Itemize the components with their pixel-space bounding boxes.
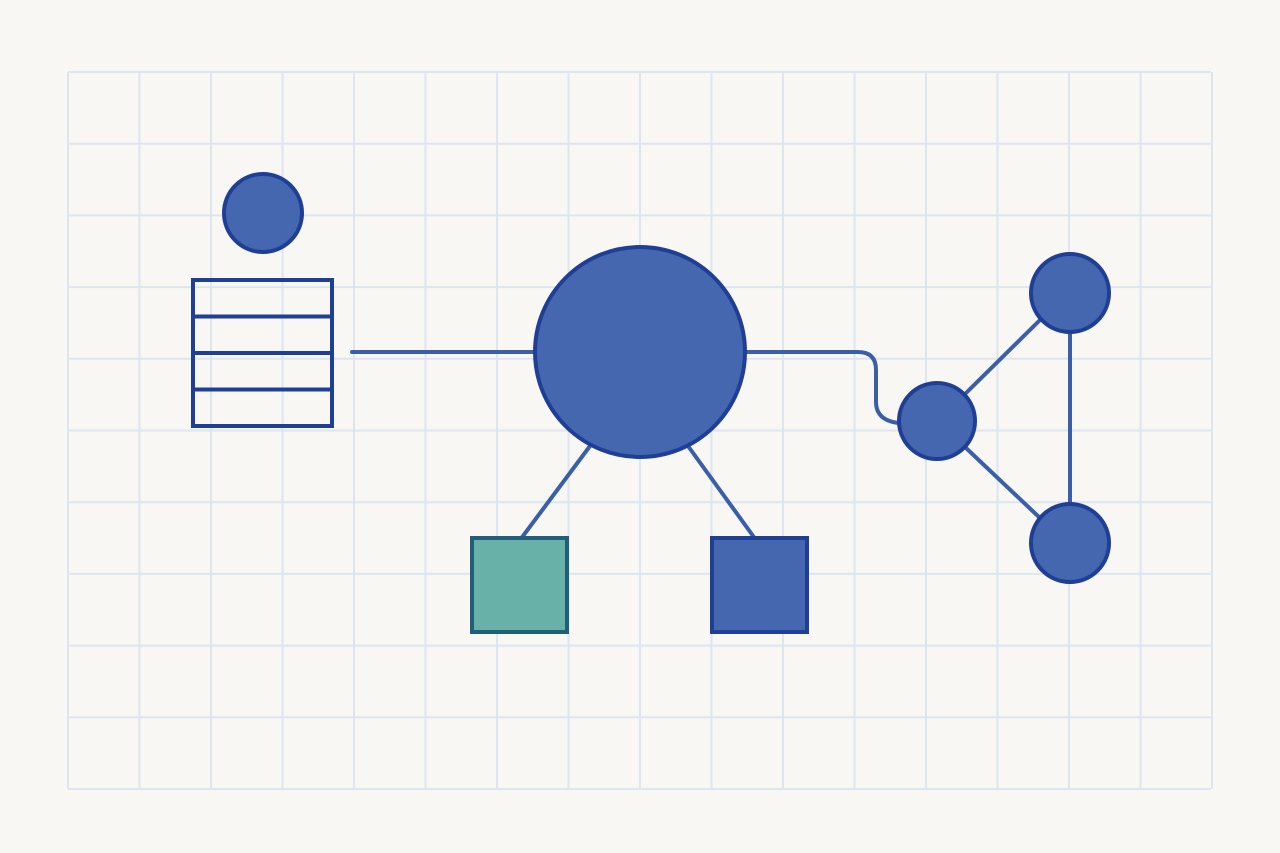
top-leaf-node (1029, 252, 1111, 334)
edge-junction-to-top-leaf (963, 318, 1042, 396)
edge-hub-to-junction (743, 350, 900, 425)
edge-hub-to-teal-box (518, 444, 592, 542)
edge-junction-to-bottom-leaf (964, 446, 1042, 520)
teal-box-node (470, 536, 569, 634)
nodes (191, 172, 1111, 634)
edge-hub-to-blue-box (686, 444, 758, 542)
list-stack-node (191, 278, 334, 428)
bottom-leaf-node (1029, 502, 1111, 584)
junction-node (897, 381, 977, 461)
blue-box-node (710, 536, 809, 634)
hub-node (533, 245, 747, 459)
person-head-node (222, 172, 304, 254)
edges (350, 318, 1072, 542)
